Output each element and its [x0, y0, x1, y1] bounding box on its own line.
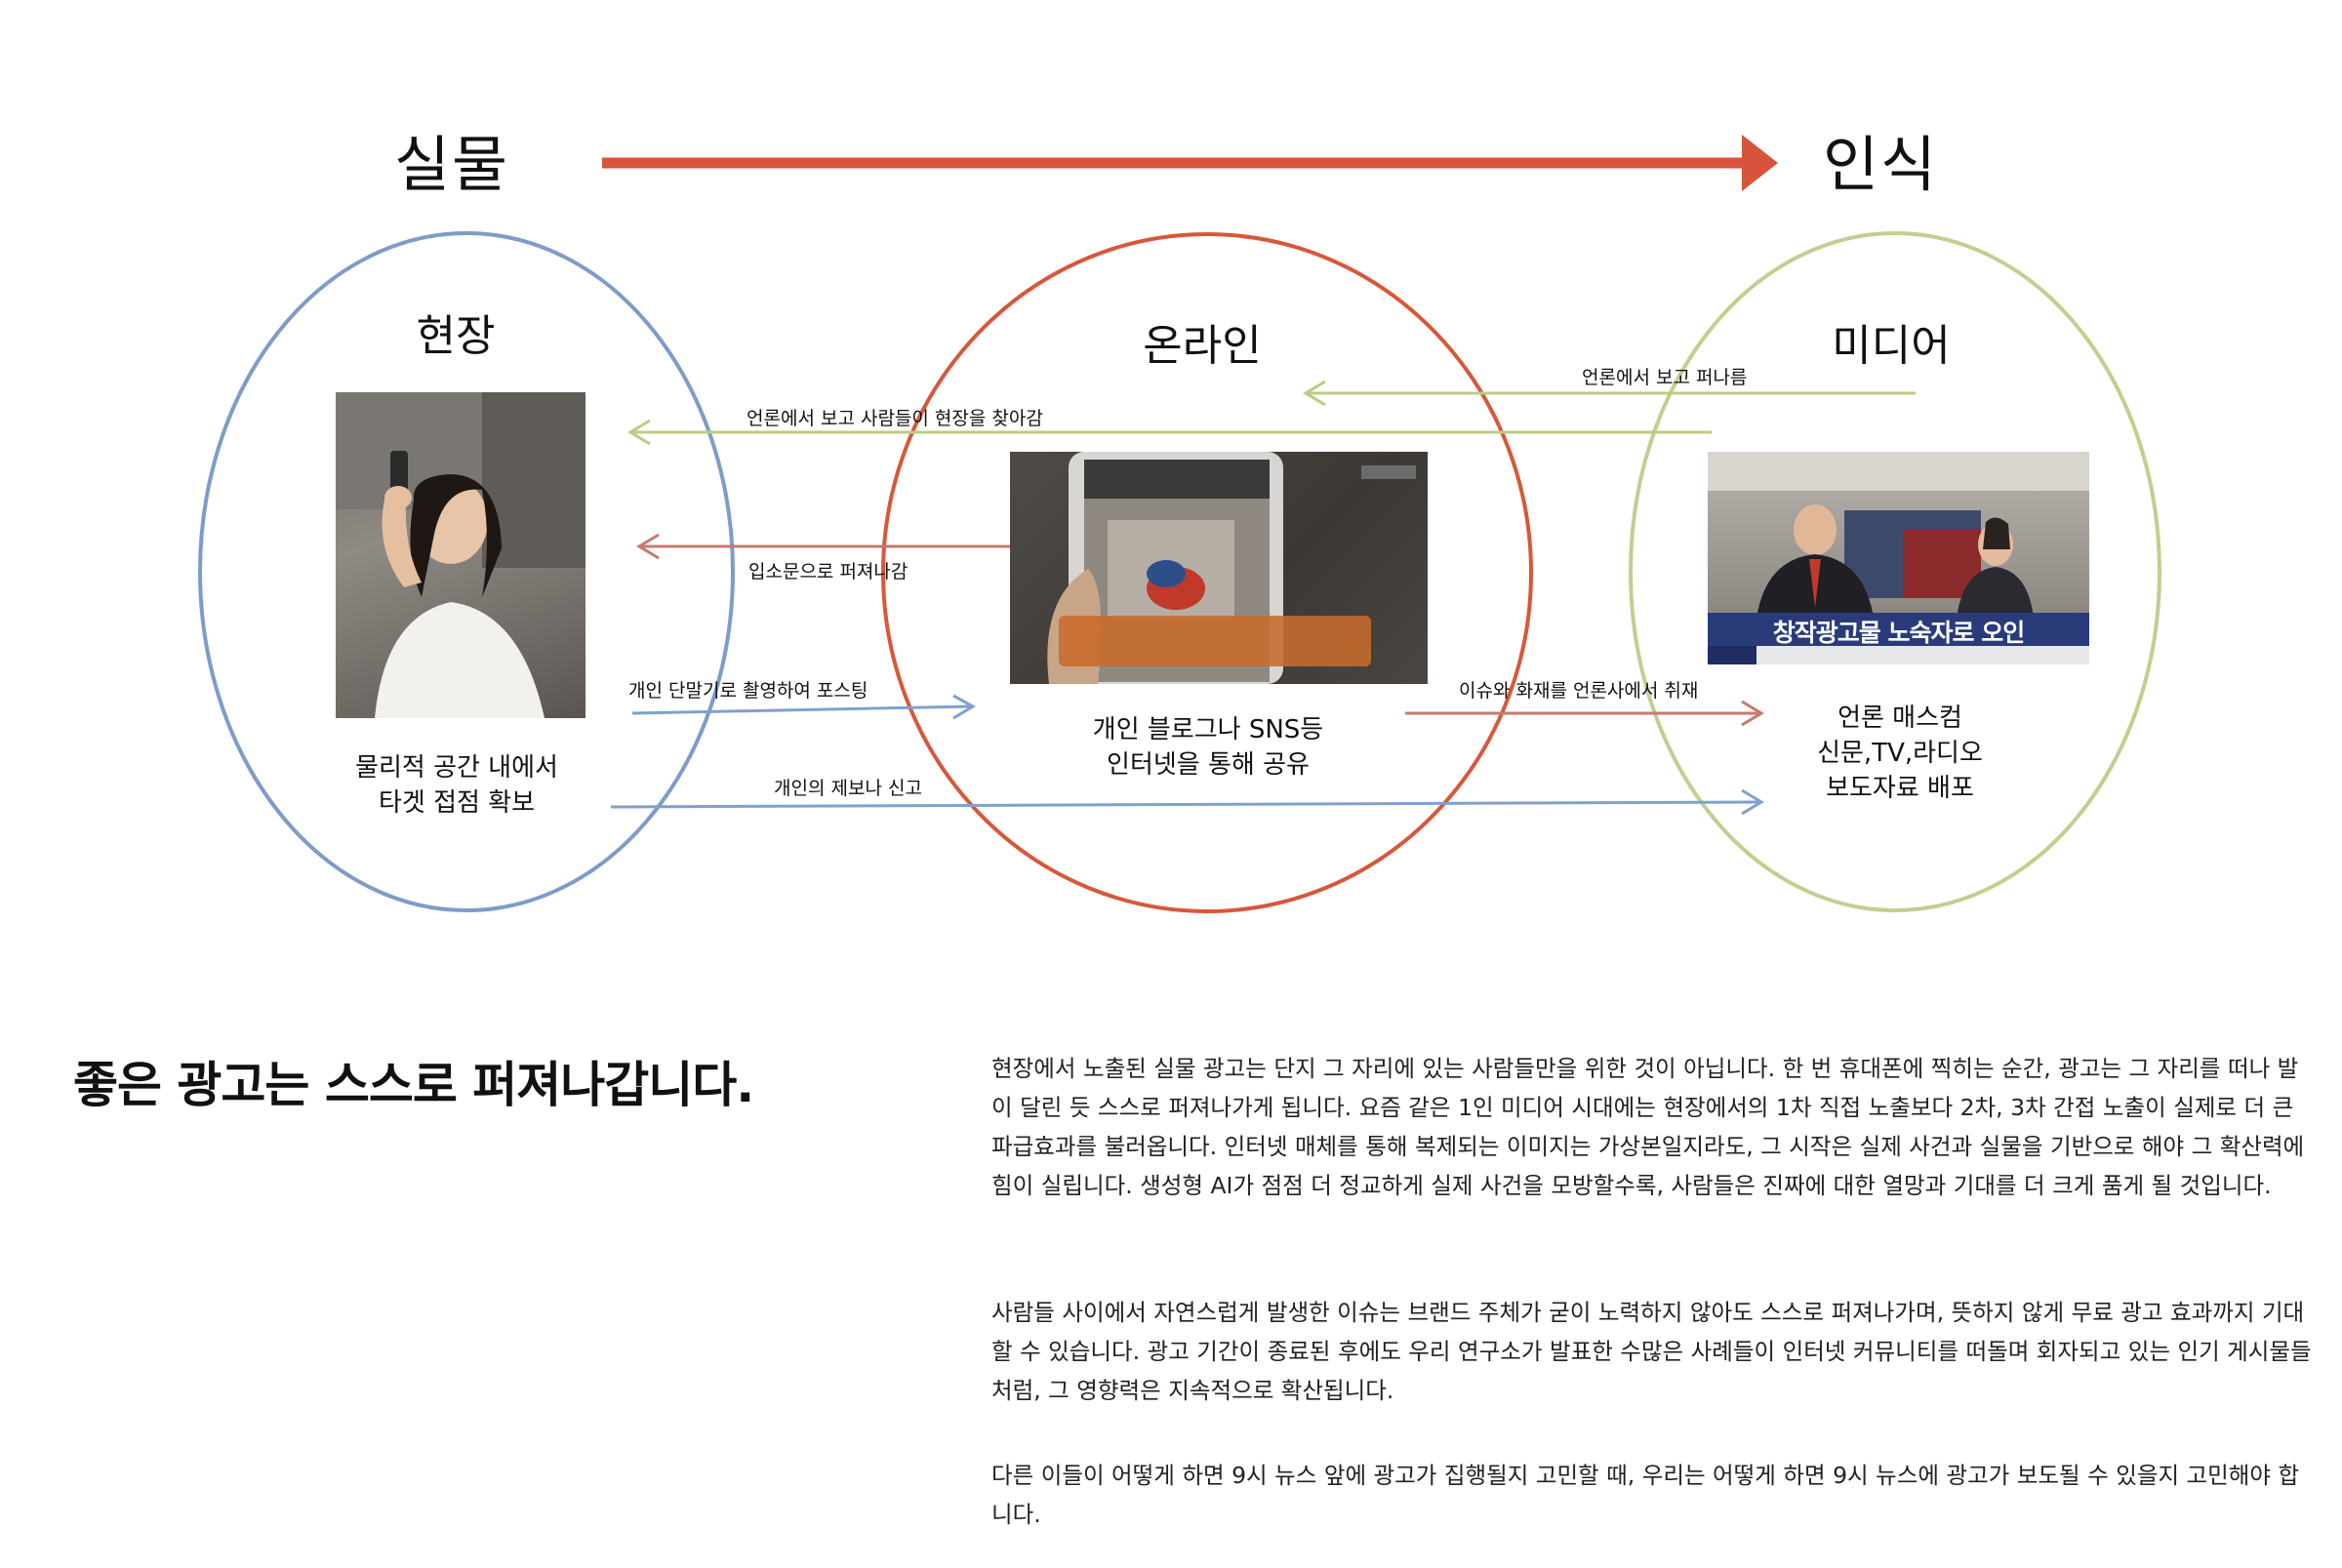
- circle-desc-online-line-2: 인터넷을 통해 공유: [1107, 750, 1310, 780]
- circle-desc-field-line-2: 타겟 접점 확보: [378, 788, 536, 818]
- circle-online: [881, 232, 1533, 913]
- body-paragraph-2: 사람들 사이에서 자연스럽게 발생한 이슈는 브랜드 주체가 굳이 노력하지 않…: [991, 1299, 2312, 1404]
- news-caption-headline: 창작광고물 노숙자로 오인: [1772, 619, 2025, 647]
- arrow-online-to-media: [1405, 700, 1764, 727]
- circle-field: [198, 231, 735, 912]
- arrow-field-to-online: [631, 694, 977, 720]
- flow-start-label: 실물: [394, 129, 510, 200]
- circle-desc-media-line-3: 보도자료 배포: [1826, 774, 1974, 803]
- phone-photo-illustration: [1047, 452, 1416, 684]
- diagram-graphics: [198, 135, 2161, 913]
- circle-title-field: 현장: [416, 311, 496, 361]
- circle-media: [1629, 231, 2161, 912]
- circle-title-media: 미디어: [1832, 321, 1951, 371]
- arrow-label-field-to-media: 개인의 제보나 신고: [774, 778, 922, 799]
- circle-desc-online: 개인 블로그나 SNS등 인터넷을 통해 공유: [964, 712, 1452, 783]
- arrow-label-online-to-field: 입소문으로 퍼져나감: [748, 561, 909, 583]
- circle-desc-media: 언론 매스컴 신문,TV,라디오 보도자료 배포: [1656, 701, 2144, 806]
- circle-desc-online-line-1: 개인 블로그나 SNS등: [1092, 715, 1324, 744]
- circle-title-online: 온라인: [1143, 321, 1262, 371]
- body-paragraph-1: 현장에서 노출된 실물 광고는 단지 그 자리에 있는 사람들만을 위한 것이 …: [991, 1055, 2305, 1199]
- flow-end-label: 인식: [1823, 129, 1939, 200]
- photo-news-broadcast: 창작광고물 노숙자로 오인: [1708, 452, 2089, 664]
- circle-desc-field: 물리적 공간 내에서 타겟 접점 확보: [213, 750, 701, 821]
- flow-arrow-head: [1742, 135, 1778, 191]
- photo-phone-screen: [1010, 452, 1428, 684]
- arrow-label-media-to-field: 언론에서 보고 사람들이 현장을 찾아감: [747, 408, 1043, 429]
- news-photo-illustration: [1708, 452, 2089, 664]
- main-headline: 좋은 광고는 스스로 퍼져나갑니다.: [73, 1057, 754, 1113]
- circle-desc-field-line-1: 물리적 공간 내에서: [355, 753, 558, 783]
- arrow-label-field-to-online: 개인 단말기로 촬영하여 포스팅: [628, 680, 868, 702]
- spread-diagram: 실물 인식 현장 온라인 미디어 언론에서 보고 퍼나름 언론에서 보고 사람들…: [198, 129, 2161, 913]
- photo-woman-taking-picture: [336, 392, 586, 718]
- arrow-media-to-field: [627, 419, 1712, 446]
- arrow-label-media-to-online: 언론에서 보고 퍼나름: [1582, 367, 1748, 388]
- circle-desc-media-line-2: 신문,TV,라디오: [1817, 739, 1983, 768]
- arrow-media-to-online: [1303, 380, 1916, 407]
- body-paragraph-3: 다른 이들이 어떻게 하면 9시 뉴스 앞에 광고가 집행될지 고민할 때, 우…: [991, 1462, 2300, 1528]
- circle-desc-media-line-1: 언론 매스컴: [1837, 704, 1962, 733]
- arrow-online-to-field: [636, 533, 1011, 560]
- arrow-field-to-media: [610, 788, 1764, 816]
- arrow-label-online-to-media: 이슈와 화재를 언론사에서 취재: [1459, 680, 1699, 702]
- woman-photo-illustration: [336, 392, 586, 718]
